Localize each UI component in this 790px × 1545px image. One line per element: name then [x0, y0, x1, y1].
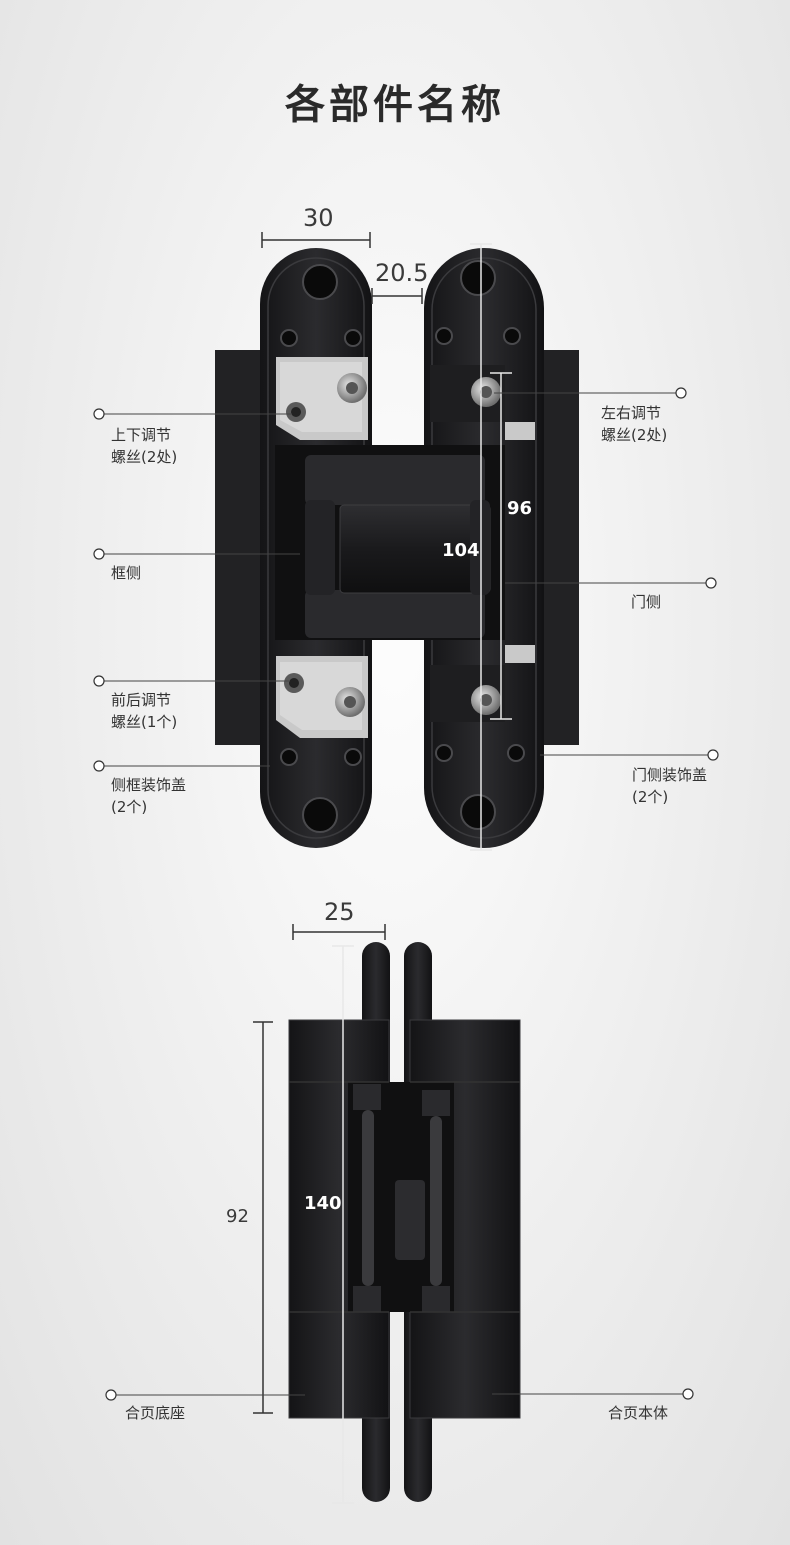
side-total-measure-line [332, 945, 354, 1504]
dim-total-140: 140 [304, 1193, 342, 1214]
label-vertical-adjust-screw: 上下调节 螺丝(2处) [111, 426, 178, 466]
label-door-side: 门侧 [631, 593, 662, 611]
hinge-linkage [275, 445, 505, 640]
dim-body-104: 104 [442, 540, 480, 561]
mounting-holes [280, 260, 525, 833]
leader-endpoints [93, 387, 719, 772]
side-leader-lines [116, 1393, 683, 1396]
label-hinge-base: 合页底座 [125, 1404, 186, 1422]
top-dimension-lines [261, 232, 423, 304]
side-dimension-lines [253, 924, 386, 1414]
label-horizontal-adjust-screw: 左右调节 螺丝(2处) [601, 404, 668, 444]
leader-lines [104, 392, 708, 767]
upper-right-adjust-block [430, 365, 535, 440]
lower-left-adjust-block [276, 656, 368, 738]
lower-right-adjust-block [430, 645, 535, 722]
upper-left-adjust-block [276, 357, 368, 440]
page-title: 各部件名称 [285, 82, 505, 128]
dim-inner-96: 96 [507, 498, 533, 519]
side-view-hinge [288, 942, 521, 1502]
label-door-cover: 门侧装饰盖 (2个) [632, 766, 708, 806]
label-frame-cover: 侧框装饰盖 (2个) [111, 776, 187, 816]
label-hinge-body: 合页本体 [608, 1404, 669, 1422]
dim-width-30: 30 [303, 204, 334, 232]
side-leader-endpoints [105, 1388, 694, 1401]
label-frame-side: 框侧 [111, 564, 142, 582]
dim-height-92: 92 [226, 1206, 249, 1227]
dim-gap-20-5: 20.5 [375, 259, 429, 287]
dim-depth-25: 25 [324, 898, 355, 926]
label-front-back-adjust-screw: 前后调节 螺丝(1个) [111, 691, 178, 731]
vertical-measure-lines [470, 243, 512, 851]
